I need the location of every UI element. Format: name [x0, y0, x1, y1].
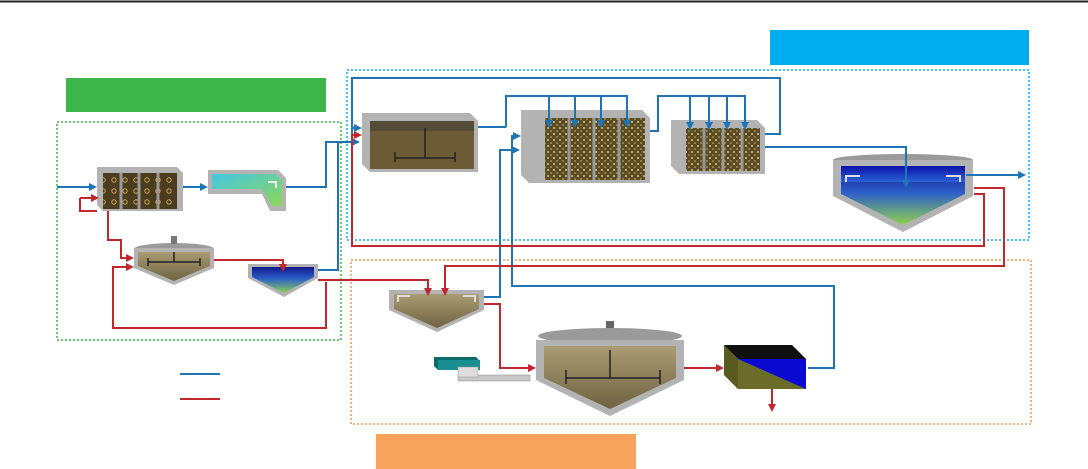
sludge-flow-lines [79, 131, 1005, 412]
waste-sludge-arrow [441, 187, 1005, 296]
sludge-digester-unit [536, 321, 684, 416]
return-activated-sludge-arrow [351, 131, 985, 247]
chemical-dosing-unit [434, 357, 531, 382]
clarifier-to-small-tank-arrow [214, 259, 287, 272]
screenings-line [79, 198, 97, 212]
screen-to-clarifier-arrow [107, 211, 134, 262]
small-sedimentation-tank [248, 264, 318, 297]
primary-section-border [56, 121, 342, 341]
sludge-treatment-header [376, 434, 636, 469]
secondary-treatment-header [770, 30, 1029, 65]
internal-recycle-line [351, 77, 781, 150]
primary-clarifier-unit [134, 236, 214, 285]
thickener-to-digester-arrow [484, 303, 536, 372]
grit-channel-unit [208, 170, 286, 211]
dewatering-unit [724, 345, 806, 389]
small-tank-to-reactor-line [318, 142, 339, 271]
water-flow-lines [57, 77, 1026, 375]
sludge-section-border [350, 259, 1032, 425]
primary-sludge-to-thickener-arrow [318, 279, 432, 296]
small-tank-recycle-arrow [112, 263, 327, 329]
bar-screen-unit [97, 167, 183, 211]
primary-treatment-header [66, 78, 326, 112]
thickener-supernatant-arrow [484, 146, 520, 298]
grit-to-reactor-arrow [286, 138, 360, 188]
biological-reactor-tank [362, 113, 478, 172]
filtrate-return-arrow [511, 132, 835, 369]
secondary-aeration-tank [671, 120, 765, 174]
sludge-thickener-unit [389, 290, 484, 332]
aeration-tank [521, 110, 650, 183]
aeration-to-clarifier-arrow [765, 146, 910, 188]
secondary-section-border [346, 69, 1030, 241]
secondary-clarifier-unit [833, 154, 973, 232]
